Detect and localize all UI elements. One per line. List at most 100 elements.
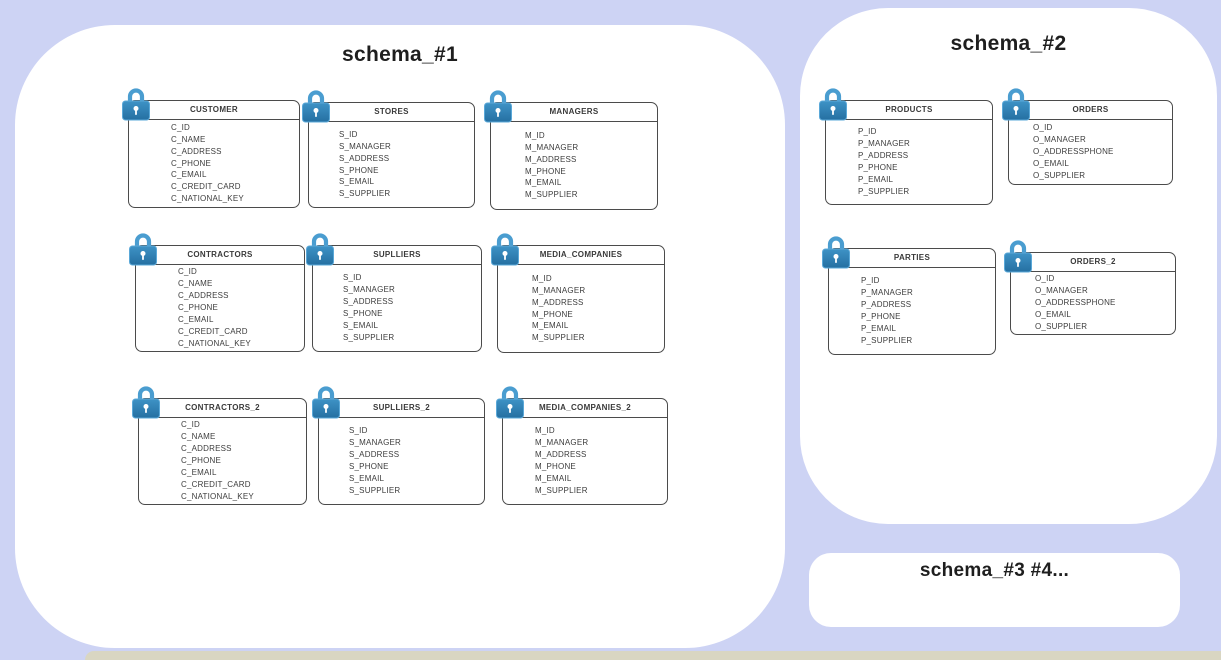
lock-icon xyxy=(302,90,330,123)
table-field: S_ID xyxy=(339,129,358,139)
table-field: C_CREDIT_CARD xyxy=(181,479,251,489)
table-field: S_EMAIL xyxy=(349,473,385,483)
table-field: O_EMAIL xyxy=(1033,158,1070,168)
table-field: P_EMAIL xyxy=(861,323,897,333)
table-field: S_SUPPLIER xyxy=(349,485,401,495)
table-name: ORDERS_2 xyxy=(1011,253,1175,272)
table-field: S_PHONE xyxy=(343,309,383,318)
table-field: O_MANAGER xyxy=(1035,286,1088,296)
table-field: C_PHONE xyxy=(171,158,212,168)
lock-icon xyxy=(491,233,519,266)
table-name: SUPLLIERS xyxy=(313,246,481,265)
table-field: O_MANAGER xyxy=(1033,135,1086,145)
table-field: S_EMAIL xyxy=(343,320,379,330)
table-name: CONTRACTORS xyxy=(136,246,304,265)
table-name: ORDERS xyxy=(1009,101,1172,120)
table-field: S_PHONE xyxy=(349,462,389,471)
table-field: C_ADDRESS xyxy=(178,291,229,301)
table-field: M_EMAIL xyxy=(532,321,569,331)
table-field: P_MANAGER xyxy=(861,288,914,298)
schema3-panel: schema_#3 #4... xyxy=(809,553,1180,627)
table-field: C_NAME xyxy=(171,134,206,144)
table-field: C_EMAIL xyxy=(171,170,207,180)
table-field: M_ADDRESS xyxy=(535,450,587,460)
table-field: S_MANAGER xyxy=(343,285,396,295)
schema1-title: schema_#1 xyxy=(342,43,458,66)
table-field: C_EMAIL xyxy=(181,467,217,477)
lock-icon xyxy=(484,90,512,123)
table-field: M_EMAIL xyxy=(535,473,572,483)
table-field: C_NATIONAL_KEY xyxy=(181,491,254,501)
table-field: O_SUPPLIER xyxy=(1033,170,1086,180)
lock-icon xyxy=(1002,88,1030,121)
table-field: O_SUPPLIER xyxy=(1035,321,1088,331)
lock-icon xyxy=(1004,240,1032,273)
lock-icon xyxy=(306,233,334,266)
table-field: C_NATIONAL_KEY xyxy=(178,338,251,348)
table-field: P_ADDRESS xyxy=(858,151,909,161)
schema3-title: schema_#3 #4... xyxy=(919,560,1070,581)
table-field: C_PHONE xyxy=(178,303,219,313)
table-field: S_ADDRESS xyxy=(349,450,400,460)
table-name: MEDIA_COMPANIES xyxy=(498,246,664,265)
table-field: M_ADDRESS xyxy=(525,154,577,164)
table-field: C_NATIONAL_KEY xyxy=(171,194,244,204)
table-field: M_SUPPLIER xyxy=(525,190,578,200)
table-field: O_ID xyxy=(1033,123,1053,133)
table-field: S_ID xyxy=(343,273,362,283)
table-field: S_ADDRESS xyxy=(339,153,390,163)
lock-icon xyxy=(312,386,340,419)
table-field: S_PHONE xyxy=(339,165,379,175)
table-field: S_ID xyxy=(349,426,368,436)
schema2-title: schema_#2 xyxy=(950,32,1067,55)
table-field: S_MANAGER xyxy=(339,141,392,151)
lock-icon xyxy=(132,386,160,419)
table-field: C_ID xyxy=(171,122,191,132)
table-field: C_EMAIL xyxy=(178,314,214,324)
table-field: C_CREDIT_CARD xyxy=(171,182,241,192)
table-field: P_ADDRESS xyxy=(861,300,912,310)
table-field: P_EMAIL xyxy=(858,174,894,184)
table-field: M_PHONE xyxy=(535,462,576,471)
table-name: MEDIA_COMPANIES_2 xyxy=(503,399,667,418)
table-name: CONTRACTORS_2 xyxy=(139,399,306,418)
table-field: M_PHONE xyxy=(525,166,566,176)
table-field: S_MANAGER xyxy=(349,438,402,448)
table-field: S_SUPPLIER xyxy=(339,189,391,199)
table-field: M_SUPPLIER xyxy=(535,485,588,495)
table-field: P_SUPPLIER xyxy=(858,186,910,196)
table-field: P_SUPPLIER xyxy=(861,335,913,345)
table-field: P_PHONE xyxy=(858,163,898,172)
table-name: STORES xyxy=(309,103,474,122)
table-field: P_ID xyxy=(861,276,880,286)
table-field: O_EMAIL xyxy=(1035,309,1072,319)
table-field: O_ADDRESSPHONE xyxy=(1035,298,1116,308)
table-field: M_PHONE xyxy=(532,309,573,319)
table-field: M_ID xyxy=(525,130,545,140)
table-field: C_NAME xyxy=(178,279,213,289)
